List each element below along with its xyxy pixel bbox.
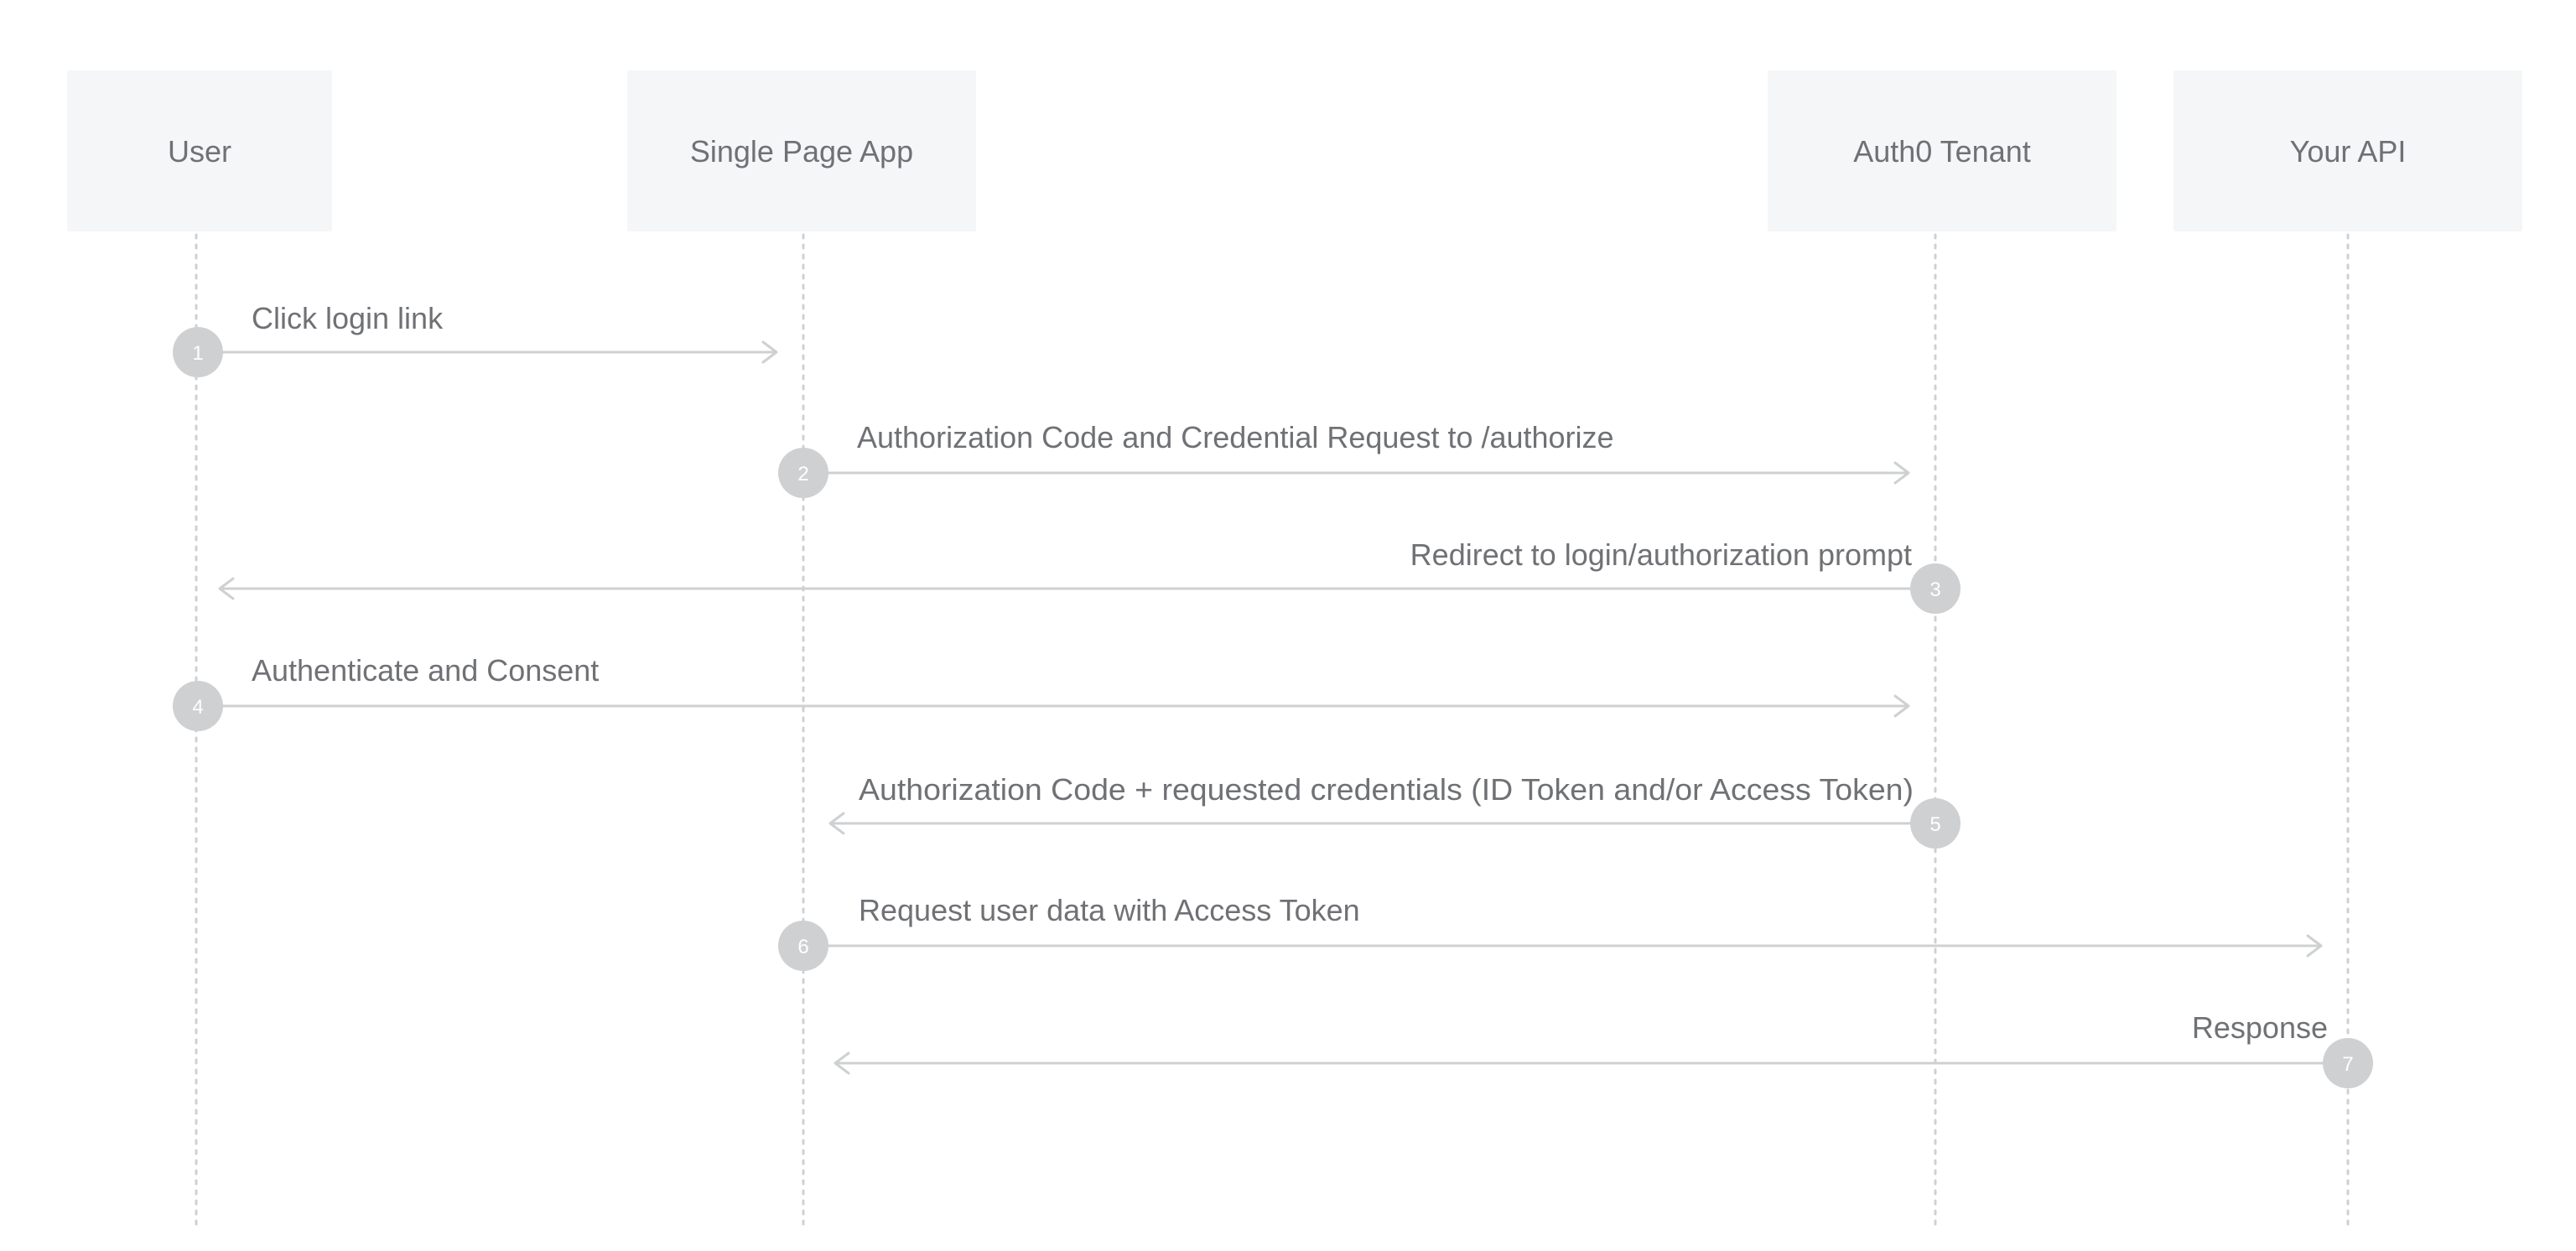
message-7: 7 Response (834, 1010, 2373, 1088)
step-number: 3 (1929, 579, 1940, 601)
arrowhead-right-icon (1893, 694, 1910, 718)
message-4: 4 Authenticate and Consent (173, 653, 1910, 731)
participant-your-api: Your API (2174, 70, 2522, 231)
step-number: 1 (192, 342, 203, 365)
arrowhead-left-icon (828, 812, 845, 835)
participant-box (627, 70, 976, 231)
step-badge (1910, 798, 1961, 849)
step-badge (173, 681, 223, 731)
message-label: Request user data with Access Token (859, 893, 1360, 927)
step-badge (173, 327, 223, 377)
step-number: 4 (192, 696, 203, 719)
participant-box (1768, 70, 2116, 231)
message-label: Authorization Code and Credential Reques… (857, 420, 1614, 454)
message-label: Click login link (252, 301, 444, 335)
arrowhead-right-icon (2306, 934, 2323, 958)
arrowhead-left-icon (218, 577, 235, 600)
message-5: 5 Authorization Code + requested credent… (828, 772, 1961, 849)
message-6: 6 Request user data with Access Token (778, 893, 2323, 971)
step-badge (778, 448, 828, 498)
participant-auth0-tenant: Auth0 Tenant (1768, 70, 2116, 231)
participant-box (2174, 70, 2522, 231)
message-label: Response (2192, 1010, 2328, 1045)
arrowhead-left-icon (834, 1051, 850, 1075)
step-badge (1910, 563, 1961, 614)
participant-label: User (168, 134, 231, 169)
participant-user: User (67, 70, 332, 231)
participant-label: Single Page App (690, 134, 913, 169)
message-2: 2 Authorization Code and Credential Requ… (778, 420, 1910, 498)
participant-label: Auth0 Tenant (1853, 134, 2031, 169)
arrowhead-right-icon (761, 340, 778, 364)
message-label: Authorization Code + requested credentia… (859, 772, 1914, 807)
message-label: Authenticate and Consent (252, 653, 599, 688)
participant-box (67, 70, 332, 231)
participant-label: Your API (2290, 134, 2407, 169)
step-badge (778, 921, 828, 971)
message-1: 1 Click login link (173, 301, 778, 377)
step-number: 2 (797, 463, 808, 485)
arrowhead-right-icon (1893, 461, 1910, 485)
step-number: 6 (797, 936, 808, 958)
message-3: 3 Redirect to login/authorization prompt (218, 537, 1961, 614)
participant-single-page-app: Single Page App (627, 70, 976, 231)
step-number: 7 (2342, 1053, 2353, 1076)
step-badge (2323, 1038, 2373, 1088)
message-label: Redirect to login/authorization prompt (1410, 537, 1912, 572)
step-number: 5 (1929, 813, 1940, 836)
